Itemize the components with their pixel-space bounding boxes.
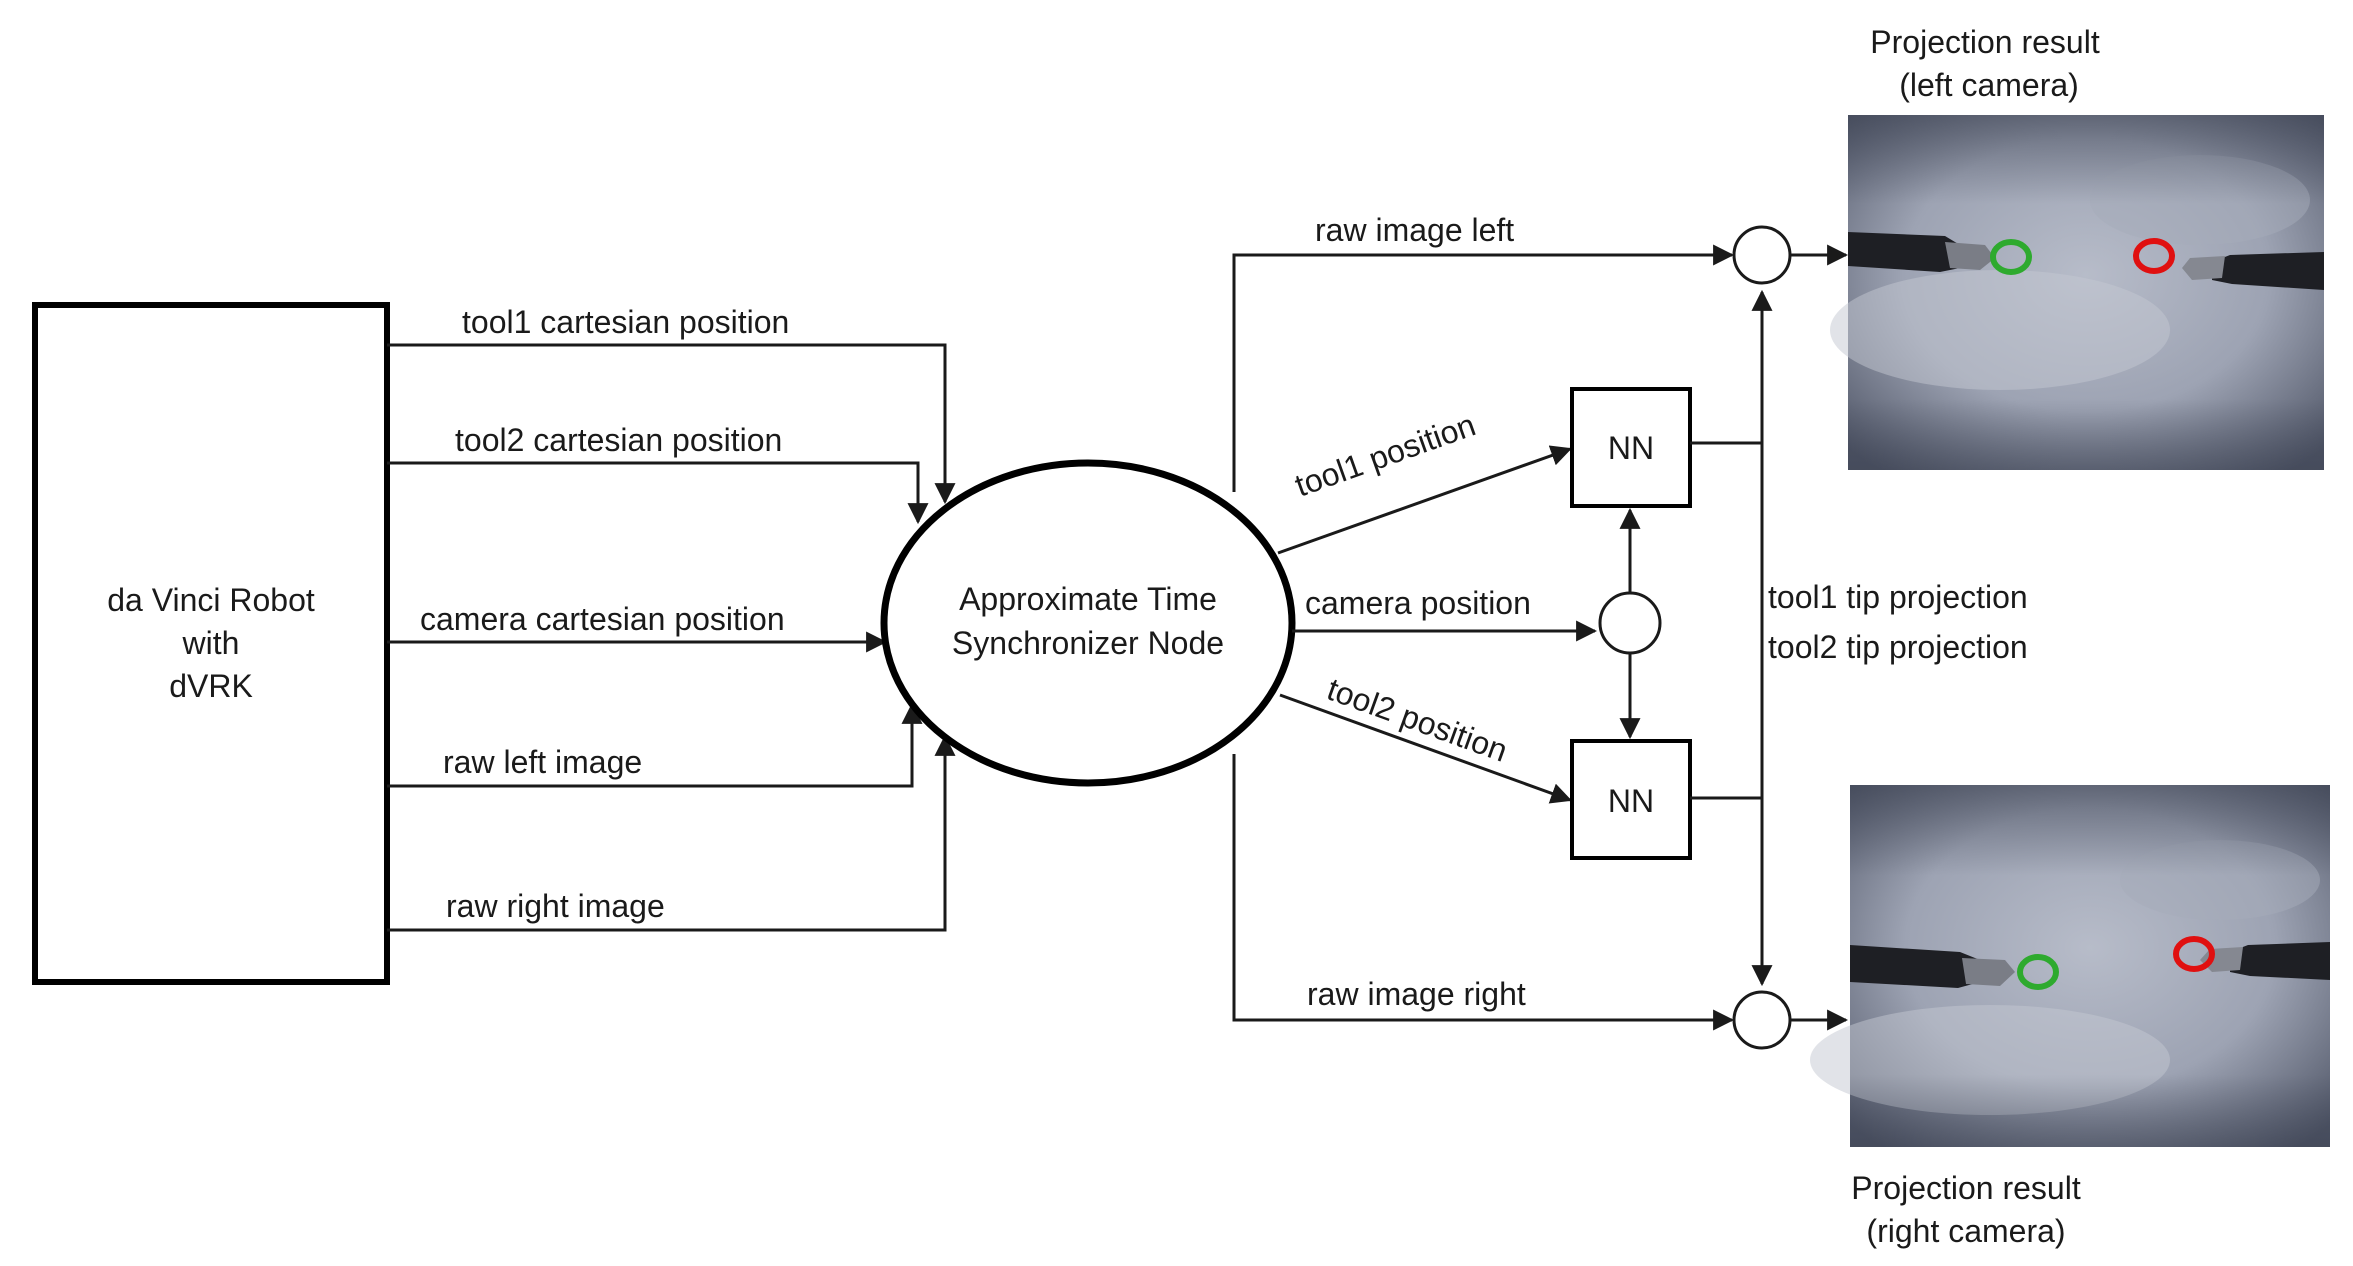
left-camera-image [1830,115,2324,470]
left-tool1-marker [1990,239,2032,275]
tool2-cartesian-wire [387,461,929,525]
robot-label-line3: dVRK [169,668,253,704]
left-tool2-tip [2182,256,2225,280]
tool1-tip-projection-label: tool1 tip projection [1768,579,2028,615]
raw-image-left-label: raw image left [1315,212,1514,248]
tool1-cartesian-label: tool1 cartesian position [462,304,789,340]
right-result-title-line2: (right camera) [1866,1213,2065,1249]
right-result-title-line1: Projection result [1851,1170,2081,1206]
camera-position-label: camera position [1305,585,1531,621]
robot-label-line2: with [182,625,240,661]
merge-left [1732,225,1849,285]
tool1-position-label: tool1 position [1290,406,1480,503]
raw-right-wire [387,734,956,932]
right-tool1-tip [1962,958,2015,986]
camera-junction [1598,507,1662,740]
left-tool2-shaft [2212,252,2324,290]
left-tool1-tip [1945,242,1995,270]
robot-box: da Vinci Robot with dVRK [32,302,390,985]
left-result-title-line2: (left camera) [1899,67,2079,103]
raw-image-left-wire [1232,244,1735,492]
right-tool1-marker [2017,954,2059,990]
merge-right [1732,990,1849,1050]
sync-label-line1: Approximate Time [959,581,1217,617]
input-wires: tool1 cartesian position tool2 cartesian… [387,304,956,932]
right-tool1-shaft [1850,945,1985,988]
nn-top-box: NN [1570,387,1692,508]
left-tool1-shaft [1848,232,1965,272]
tool2-tip-projection-label: tool2 tip projection [1768,629,2028,665]
left-tool2-marker [2133,238,2175,274]
projection-bus: tool1 tip projection tool2 tip projectio… [1690,289,2028,987]
right-tool2-shaft [2230,942,2330,980]
synchronizer-node: Approximate Time Synchronizer Node [880,459,1296,787]
left-result-title-line1: Projection result [1870,24,2100,60]
nn-bottom-box: NN [1570,739,1692,860]
right-tool2-marker [2173,936,2215,972]
sync-label-line2: Synchronizer Node [952,625,1224,661]
raw-right-label: raw right image [446,888,665,924]
right-camera-image [1810,785,2330,1147]
robot-label-line1: da Vinci Robot [107,582,315,618]
nn-top-label: NN [1608,430,1654,466]
tool1-position-wire [1277,445,1572,555]
tool1-cartesian-wire [387,343,956,505]
nn-bottom-label: NN [1608,783,1654,819]
camera-cartesian-label: camera cartesian position [420,601,785,637]
tool2-cartesian-label: tool2 cartesian position [455,422,782,458]
raw-image-right-wire [1232,754,1735,1031]
raw-image-right-label: raw image right [1307,976,1526,1012]
raw-left-wire [387,702,923,788]
tool2-position-wire [1279,693,1572,804]
raw-left-label: raw left image [443,744,642,780]
